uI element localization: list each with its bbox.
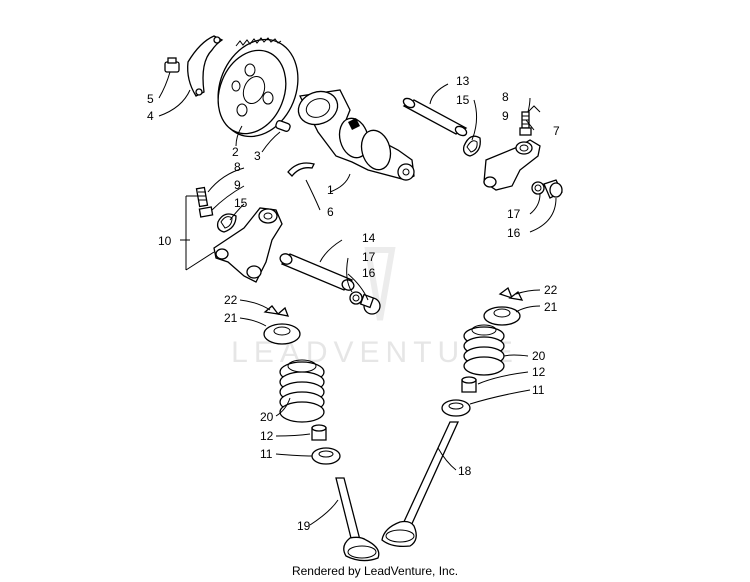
callout-11-right: 11 <box>532 383 545 397</box>
callout-3: 3 <box>254 149 261 163</box>
callout-19: 19 <box>297 519 311 533</box>
retainer-clip-part-6 <box>287 162 315 177</box>
dowel-pin-part-3 <box>275 120 291 132</box>
callout-16-left: 16 <box>362 266 376 280</box>
adjust-screw-part-8-right <box>521 111 530 129</box>
callout-11-left: 11 <box>260 447 273 461</box>
callout-8-right: 8 <box>502 90 509 104</box>
callout-9-right: 9 <box>502 109 509 123</box>
callout-14: 14 <box>362 231 376 245</box>
spring-seat-part-11-right <box>441 399 471 417</box>
valve-part-19 <box>335 477 380 562</box>
plug-part-16-right <box>543 179 563 199</box>
callout-labels: 5 4 2 3 1 6 13 15 8 9 7 17 16 8 9 15 10 … <box>147 74 560 533</box>
callout-15-left: 15 <box>234 196 248 210</box>
rocker-shaft-part-13 <box>402 97 468 137</box>
callout-20-left: 20 <box>260 410 274 424</box>
valve-seal-part-12-right <box>461 376 477 393</box>
callout-9-left: 9 <box>234 178 241 192</box>
plug-part-16-left <box>359 293 381 315</box>
callout-17-left: 17 <box>362 250 376 264</box>
rocker-arm-part-7 <box>483 139 541 191</box>
callout-22-left: 22 <box>224 293 238 307</box>
spring-retainer-part-21-right <box>483 306 521 326</box>
callout-15-right: 15 <box>456 93 470 107</box>
callout-21-left: 21 <box>224 311 238 325</box>
watermark-logo <box>364 247 396 321</box>
callout-18: 18 <box>458 464 472 478</box>
callout-7: 7 <box>553 124 560 138</box>
spring-retainer-part-21-left <box>263 323 301 345</box>
callout-8-left: 8 <box>234 160 241 174</box>
callout-22-right: 22 <box>544 283 558 297</box>
valve-keeper-part-22-right <box>498 286 524 301</box>
callout-10: 10 <box>158 234 172 248</box>
adjust-screw-part-8-left <box>195 186 209 208</box>
footer-credit: Rendered by LeadVenture, Inc. <box>291 564 459 578</box>
callout-1: 1 <box>327 183 334 197</box>
camshaft-part-1 <box>297 89 415 181</box>
callout-6: 6 <box>327 205 334 219</box>
callout-12-left: 12 <box>260 429 274 443</box>
o-ring-part-15-left <box>216 213 237 233</box>
valve-keeper-part-22-left <box>263 305 290 317</box>
cam-sprocket-part-2 <box>217 37 299 138</box>
rocker-shaft-part-14 <box>279 253 355 291</box>
o-ring-part-15-right <box>462 135 481 157</box>
spacer-part-17-left <box>349 291 363 305</box>
leader-lines <box>158 71 557 526</box>
valve-spring-part-20-left <box>279 359 325 423</box>
callout-17-right: 17 <box>507 207 521 221</box>
callout-4: 4 <box>147 109 154 123</box>
valve-seal-part-12-left <box>311 424 327 441</box>
callout-5: 5 <box>147 92 154 106</box>
lock-nut-part-9-right <box>519 127 532 136</box>
callout-20-right: 20 <box>532 349 546 363</box>
spring-seat-part-11-left <box>311 447 341 465</box>
callout-21-right: 21 <box>544 300 558 314</box>
valve-spring-part-20-right <box>463 324 505 376</box>
rocker-arm-part-10 <box>213 207 283 283</box>
bolt-part-5 <box>164 57 180 73</box>
callout-16-right: 16 <box>507 226 521 240</box>
callout-12-right: 12 <box>532 365 546 379</box>
lock-plate-part-4 <box>187 35 224 97</box>
lock-nut-part-9-left <box>198 206 214 218</box>
callout-13: 13 <box>456 74 470 88</box>
callout-2: 2 <box>232 145 239 159</box>
valve-part-18 <box>381 421 460 548</box>
spacer-part-17-right <box>531 181 545 195</box>
